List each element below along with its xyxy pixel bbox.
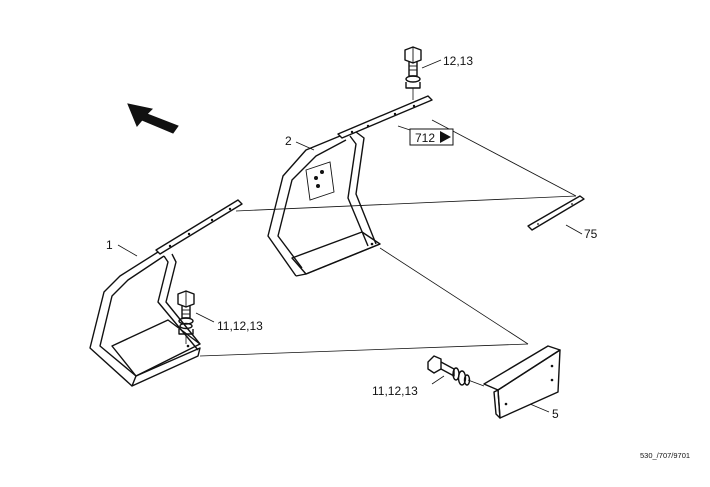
callout-label-bolt-top: 12,13 bbox=[443, 54, 473, 68]
bolt-top-icon bbox=[404, 46, 422, 89]
bolt-bottom-icon bbox=[427, 355, 471, 386]
callout-label-part-5: 5 bbox=[552, 407, 559, 421]
guard-plate-upper bbox=[267, 95, 433, 277]
play-arrow-icon bbox=[440, 131, 451, 143]
callout-leaders bbox=[117, 59, 583, 413]
bracket-part-5 bbox=[483, 345, 561, 419]
callout-label-bolt-bottom: 11,12,13 bbox=[372, 384, 418, 398]
assembly-lines bbox=[185, 88, 577, 387]
reference-box-712: 712 bbox=[409, 128, 454, 146]
drawing-code: 530_/707/9701 bbox=[640, 451, 690, 460]
callout-label-part-2: 2 bbox=[285, 134, 292, 148]
callout-label-part-1: 1 bbox=[106, 238, 113, 252]
direction-arrow-icon bbox=[127, 103, 179, 134]
reference-box-label: 712 bbox=[415, 131, 435, 145]
strip-part-75 bbox=[527, 195, 585, 231]
callout-label-bolt-left: 11,12,13 bbox=[217, 319, 263, 333]
guard-plate-lower bbox=[89, 199, 243, 387]
callout-label-part-75: 75 bbox=[584, 227, 598, 241]
